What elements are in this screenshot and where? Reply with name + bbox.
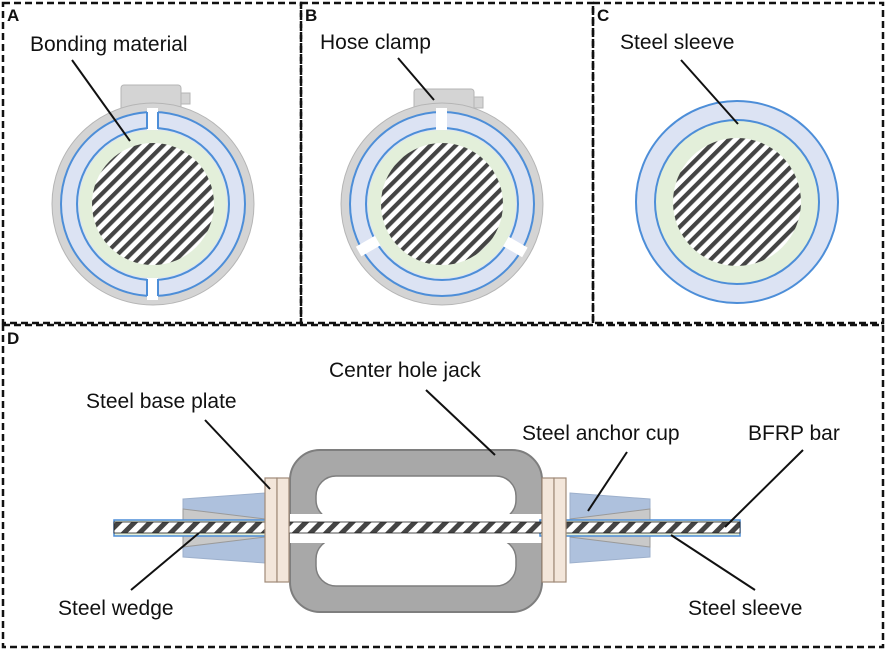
label-steel-base-plate: Steel base plate — [86, 390, 237, 413]
leader-center-hole-jack — [425, 389, 496, 456]
leader-bonding-material — [71, 59, 131, 142]
panel-c-letter: C — [597, 6, 609, 25]
label-steel-anchor-cup: Steel anchor cup — [522, 422, 680, 445]
label-steel-sleeve-c: Steel sleeve — [620, 31, 734, 54]
panel-b: B Hose clamp — [305, 6, 544, 306]
label-bonding-material: Bonding material — [30, 33, 188, 56]
bfrp-bar-section-a — [92, 143, 214, 265]
label-bfrp-bar: BFRP bar — [748, 422, 840, 445]
leader-hose-clamp — [397, 57, 435, 101]
panel-c-border — [591, 1, 885, 325]
center-hole-jack-window-upper — [315, 475, 517, 521]
center-hole-jack-window-lower — [315, 538, 517, 587]
panel-a-border — [1, 1, 303, 325]
panel-a: A Bonding material — [7, 6, 255, 306]
panel-b-letter: B — [305, 6, 317, 25]
hose-clamp-screw-tab-a — [180, 92, 191, 105]
label-hose-clamp: Hose clamp — [320, 31, 431, 54]
bfrp-bar — [113, 521, 741, 534]
label-steel-wedge: Steel wedge — [58, 597, 174, 620]
steel-base-plate-right — [541, 477, 567, 583]
leader-steel-sleeve-d — [670, 534, 756, 591]
bfrp-bar-section-c — [673, 138, 801, 266]
leader-bfrp-bar — [724, 449, 804, 528]
steel-base-plate-left — [264, 477, 290, 583]
panel-d: D — [7, 329, 840, 620]
panel-c: C Steel sleeve — [597, 6, 839, 304]
hose-clamp-screw-tab-b — [473, 96, 484, 109]
label-steel-sleeve-d: Steel sleeve — [688, 597, 802, 620]
leader-steel-wedge — [130, 532, 200, 591]
label-center-hole-jack: Center hole jack — [329, 359, 481, 382]
leader-steel-anchor-cup — [587, 451, 628, 512]
panel-d-letter: D — [7, 329, 19, 348]
bfrp-bar-section-b — [381, 143, 503, 265]
panel-a-letter: A — [7, 6, 19, 25]
leader-steel-sleeve-c — [680, 59, 739, 125]
leader-steel-base-plate — [204, 419, 271, 490]
panel-d-border — [1, 323, 885, 649]
